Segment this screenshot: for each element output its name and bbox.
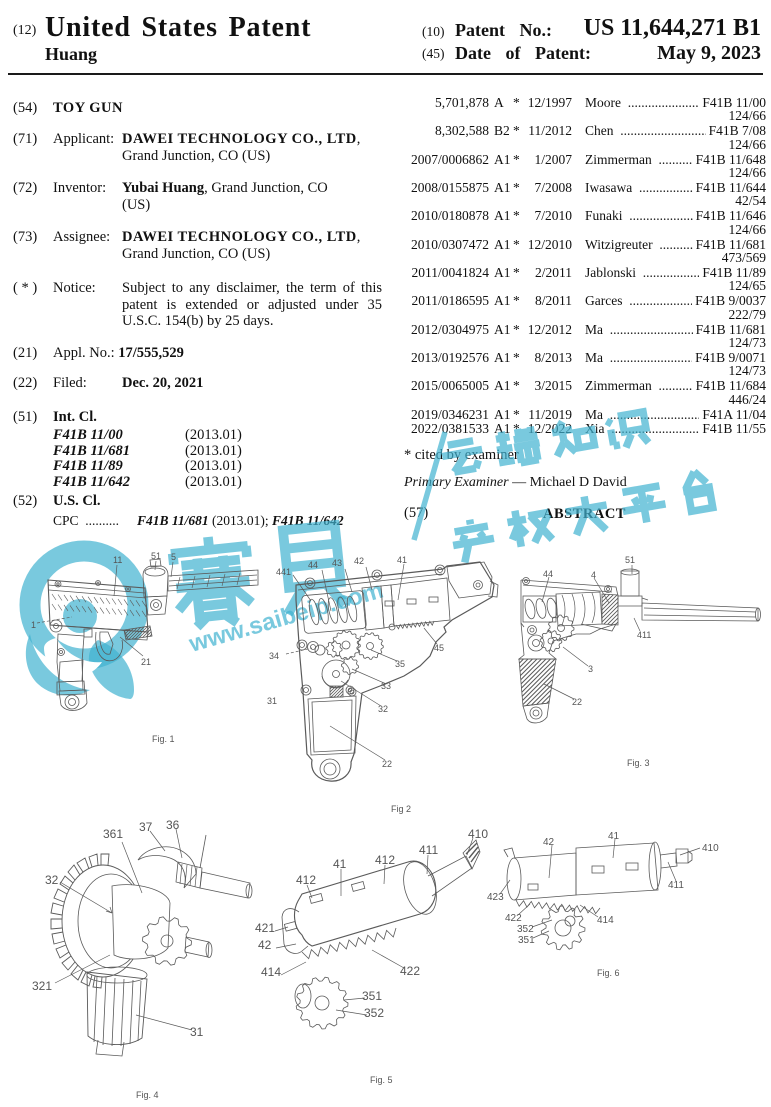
svg-text:22: 22 [572,697,582,707]
svg-text:Fig. 6: Fig. 6 [597,968,620,978]
svg-text:414: 414 [597,915,614,926]
svg-text:41: 41 [397,555,407,565]
svg-text:422: 422 [505,913,522,924]
svg-text:44: 44 [308,560,318,570]
svg-text:41: 41 [608,831,620,842]
svg-text:Fig. 5: Fig. 5 [370,1075,393,1085]
svg-text:410: 410 [468,827,488,841]
svg-text:414: 414 [261,965,281,979]
svg-text:411: 411 [668,880,684,891]
svg-text:31: 31 [190,1025,204,1039]
svg-text:Fig. 1: Fig. 1 [152,734,175,744]
svg-text:31: 31 [267,696,277,706]
svg-text:Fig. 4: Fig. 4 [136,1090,159,1100]
svg-text:34: 34 [269,651,279,661]
svg-text:5: 5 [171,552,176,562]
svg-text:43: 43 [332,558,342,568]
svg-text:352: 352 [364,1006,384,1020]
svg-text:4: 4 [591,570,596,580]
svg-text:42: 42 [543,837,555,848]
svg-text:32: 32 [45,873,59,887]
svg-text:22: 22 [382,759,392,769]
svg-text:352: 352 [517,924,534,935]
svg-text:Fig. 3: Fig. 3 [627,758,650,768]
svg-text:3: 3 [588,664,593,674]
svg-text:422: 422 [400,964,420,978]
svg-text:37: 37 [139,820,153,834]
svg-text:41: 41 [333,857,347,871]
svg-text:411: 411 [419,843,438,857]
svg-text:11: 11 [113,555,122,565]
svg-text:441: 441 [276,567,291,577]
svg-text:45: 45 [434,643,444,653]
svg-text:423: 423 [487,892,504,903]
svg-text:42: 42 [354,556,364,566]
svg-text:421: 421 [255,921,275,935]
svg-text:42: 42 [258,938,272,952]
svg-text:361: 361 [103,827,123,841]
svg-text:412: 412 [296,873,316,887]
svg-text:21: 21 [141,657,151,667]
svg-text:321: 321 [32,979,52,993]
svg-text:44: 44 [543,569,553,579]
svg-text:33: 33 [381,681,391,691]
svg-text:51: 51 [151,551,161,561]
svg-text:351: 351 [518,935,535,946]
svg-text:36: 36 [166,818,180,832]
svg-text:411: 411 [637,630,651,640]
svg-text:32: 32 [378,704,388,714]
svg-text:1: 1 [31,620,36,630]
svg-text:412: 412 [375,853,395,867]
svg-text:35: 35 [395,659,405,669]
svg-text:410: 410 [702,843,719,854]
svg-text:51: 51 [625,555,635,565]
svg-text:351: 351 [362,989,382,1003]
svg-text:Fig 2: Fig 2 [391,804,411,814]
